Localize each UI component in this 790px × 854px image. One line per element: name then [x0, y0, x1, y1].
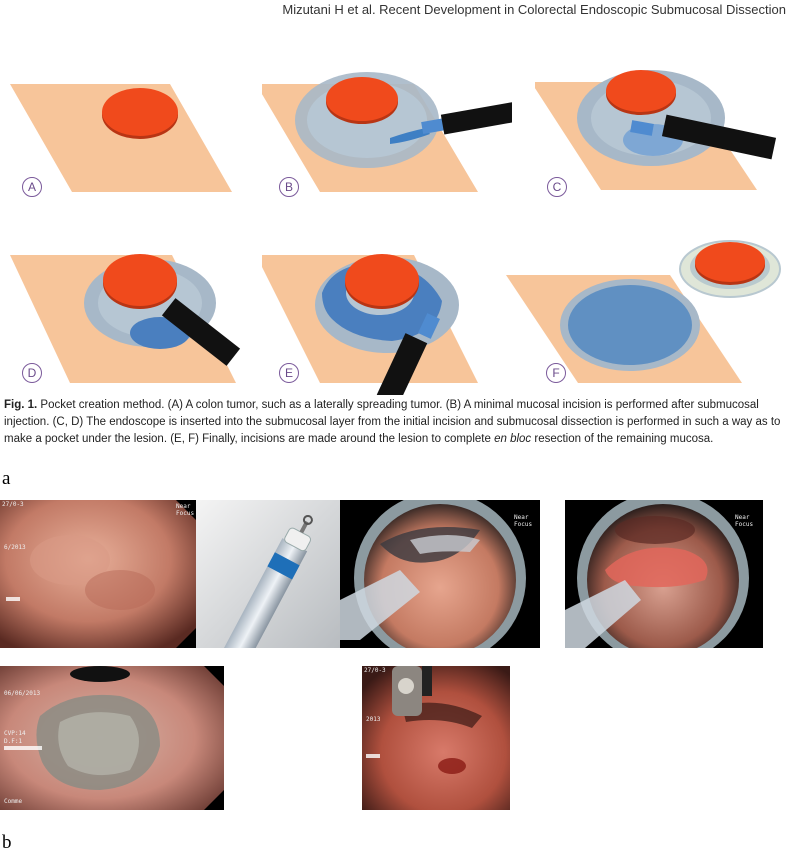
- photo5-comment: Comme: [4, 798, 23, 805]
- caption-text-2: resection of the remaining mucosa.: [531, 433, 714, 445]
- panel-b: B: [262, 70, 512, 225]
- panel-e: E: [262, 235, 512, 395]
- photo5-date: 06/06/2013: [4, 690, 41, 697]
- endoscopy-photo-3: Near Focus: [340, 500, 540, 648]
- endoscopy-photo-5: 06/06/2013 CVP:14 D.F:1 Comme: [0, 666, 224, 810]
- photo4-mode: Near Focus: [735, 514, 754, 528]
- scope-device-photo: [196, 500, 340, 648]
- section-label-b: b: [2, 832, 12, 853]
- panel-label-d: D: [22, 363, 42, 383]
- panel-label-f: F: [546, 363, 566, 383]
- photo5-cv: CVP:14: [4, 730, 26, 737]
- photo1-mode: Near Focus: [176, 503, 195, 517]
- photo5-df: D.F:1: [4, 738, 23, 745]
- panel-c: C: [535, 70, 785, 225]
- photo6-date: 2013: [366, 716, 381, 723]
- panel-label-b: B: [279, 177, 299, 197]
- photo1-date: 6/2013: [4, 544, 26, 551]
- photo3-mode: Near Focus: [514, 514, 533, 528]
- panel-d: D: [0, 235, 250, 390]
- caption-text-1: Pocket creation method. (A) A colon tumo…: [4, 399, 781, 445]
- endoscopy-photo-4: Near Focus: [565, 500, 763, 648]
- endoscopy-photo-1: 27/0-3 Near Focus 6/2013: [0, 500, 196, 648]
- panel-f: F: [500, 235, 790, 390]
- panel-label-e: E: [279, 363, 299, 383]
- section-label-a: a: [2, 468, 11, 489]
- photo1-id: 27/0-3: [2, 501, 24, 508]
- endoscopy-photo-6: 27/0-3 2013: [362, 666, 510, 810]
- caption-italic: en bloc: [494, 433, 532, 445]
- figure-caption: Fig. 1. Pocket creation method. (A) A co…: [4, 397, 786, 448]
- figure-label: Fig. 1.: [4, 399, 38, 411]
- panel-a: A: [0, 70, 250, 225]
- photo6-id: 27/0-3: [364, 667, 386, 674]
- panel-label-c: C: [547, 177, 567, 197]
- citation-header: Mizutani H et al. Recent Development in …: [282, 2, 786, 17]
- panel-label-a: A: [22, 177, 42, 197]
